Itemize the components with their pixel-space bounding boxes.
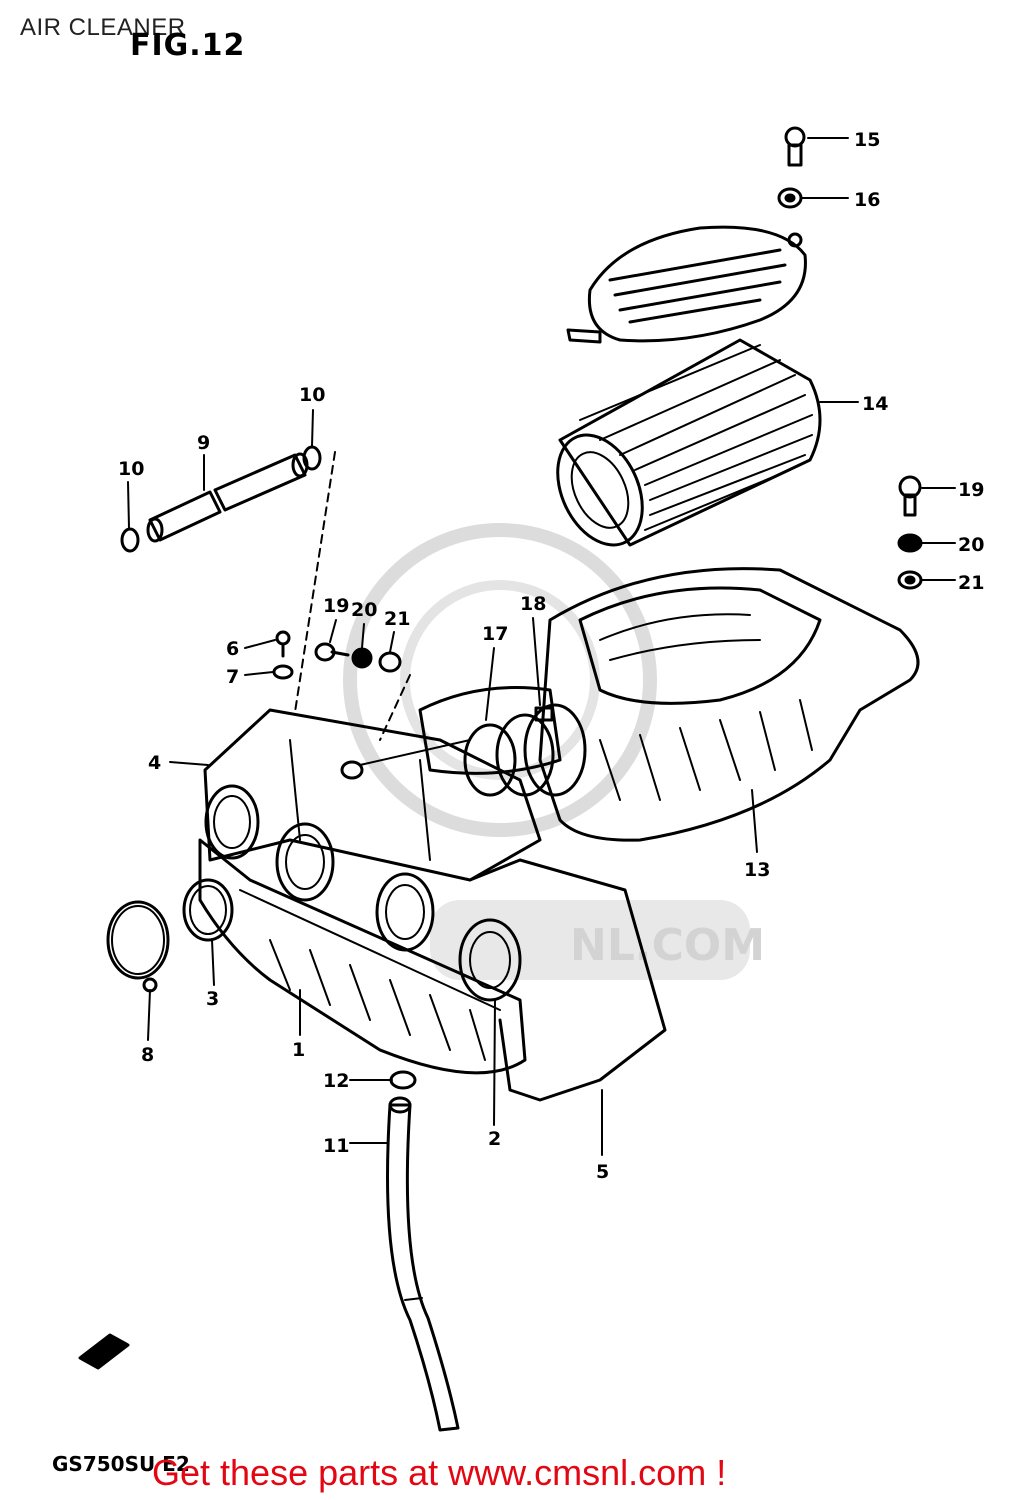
callout-10-left: 10 [118,458,144,480]
leader-lines [127,137,956,1156]
part-bolt-19-left [314,642,350,662]
part-clip-12 [389,1070,417,1090]
watermark: NL.COM [343,523,765,980]
callout-16: 16 [854,189,880,211]
part-clip-18 [534,706,554,722]
part-filter-element-14 [556,338,822,547]
callout-5: 5 [596,1161,609,1183]
part-washer-21-right [897,570,923,590]
callout-13: 13 [744,859,770,881]
callout-20-left: 20 [351,599,377,621]
callout-8: 8 [141,1044,154,1066]
callout-19-left: 19 [323,595,349,617]
part-clamp-3 [182,878,234,942]
callout-15: 15 [854,129,880,151]
part-washer-21-left [378,651,402,673]
part-washer-20-right [897,533,923,553]
part-washer-7 [272,664,294,680]
callout-6: 6 [226,638,239,660]
part-case-5 [468,858,667,1102]
part-washer-16 [777,187,803,209]
alignment-line-2 [379,674,411,741]
forward-arrow-icon [78,1333,130,1370]
callout-4: 4 [148,752,161,774]
callout-2: 2 [488,1128,501,1150]
callout-21-right: 21 [958,572,984,594]
watermark-text: NL.COM [570,920,765,971]
callout-10-right: 10 [299,384,325,406]
part-cover [566,225,807,344]
cta-link[interactable]: Get these parts at www.cmsnl.com ! [152,1452,727,1493]
part-band-8 [106,900,170,993]
model-code: GS750SU E2 [52,1452,190,1476]
part-bolt-19-right [898,475,922,517]
part-chamber-4 [203,708,542,882]
callout-19-right: 19 [958,479,984,501]
part-drain-hose-11 [386,1096,460,1432]
part-washer-20-left [351,647,373,669]
part-tube-9 [146,452,309,543]
callout-11: 11 [323,1135,349,1157]
callout-labels: 1 2 3 4 5 6 7 8 9 10 10 11 12 13 14 15 1… [118,129,984,1183]
callout-3: 3 [206,988,219,1010]
part-bolt-15 [784,126,806,167]
figure-number: FIG.12 [130,28,246,63]
page-title: AIR CLEANER [20,14,186,41]
callout-21-left: 21 [384,608,410,630]
callout-18: 18 [520,593,546,615]
callout-12: 12 [323,1070,349,1092]
callout-7: 7 [226,666,239,688]
part-housing-1 [198,838,527,1075]
callout-9: 9 [197,432,210,454]
callout-17: 17 [482,623,508,645]
callout-1: 1 [292,1039,305,1061]
alignment-line [294,451,336,713]
callout-20-right: 20 [958,534,984,556]
part-screw-6 [275,630,291,658]
part-air-box-13 [418,567,920,842]
callout-14: 14 [862,393,888,415]
